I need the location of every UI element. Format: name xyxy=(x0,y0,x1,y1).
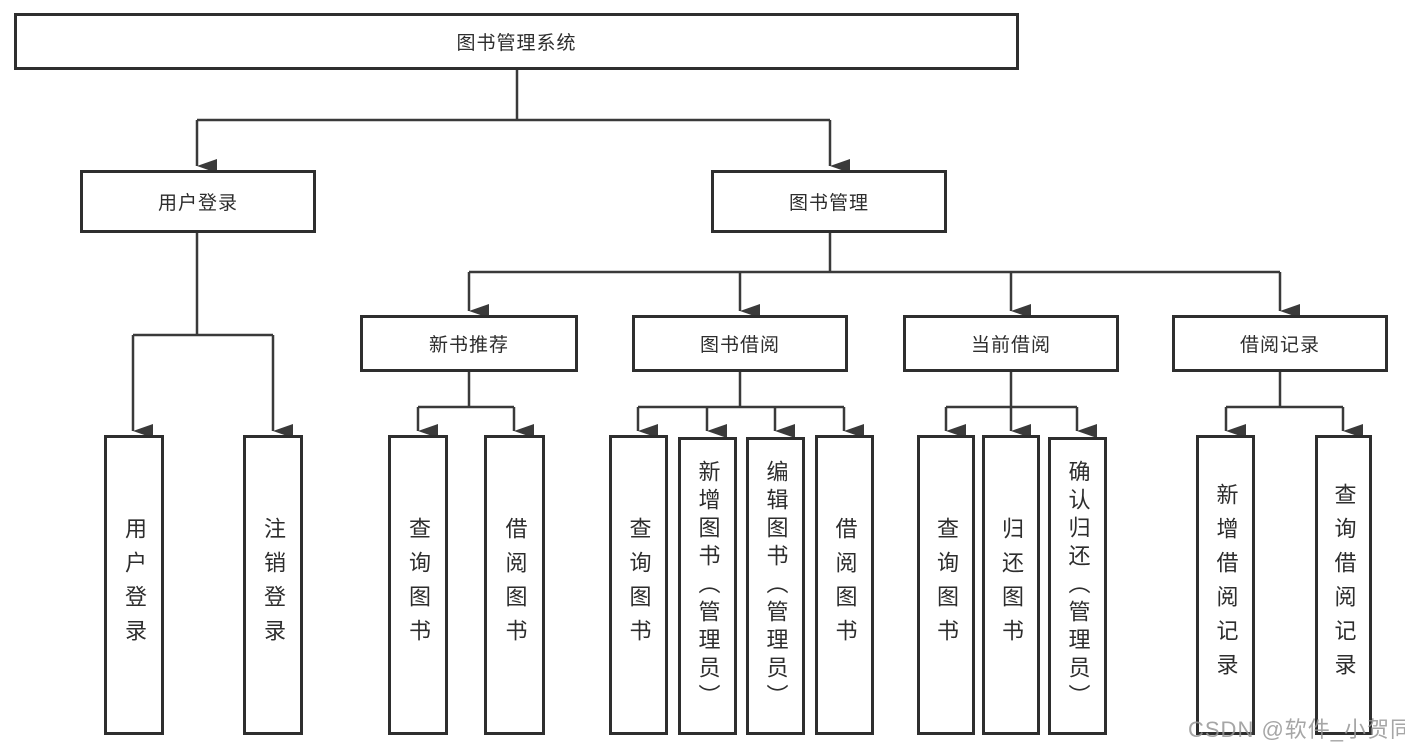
node-label: 确认归还（管理员） xyxy=(1065,460,1091,712)
node-label: 用户登录 xyxy=(122,517,147,653)
node-label: 用户登录 xyxy=(157,193,238,214)
leaf-query-books: 查询图书 xyxy=(609,435,668,735)
node-label: 借阅图书 xyxy=(502,517,528,653)
node-label: 图书借阅 xyxy=(699,335,780,356)
node-label: 新增借阅记录 xyxy=(1213,483,1239,687)
node-label: 新增图书（管理员） xyxy=(695,460,721,712)
leaf-query-books: 查询图书 xyxy=(917,435,975,735)
node-label: 注销登录 xyxy=(261,517,286,653)
node-label: 查询图书 xyxy=(406,517,431,653)
leaf-user-login: 用户登录 xyxy=(104,435,164,735)
node-borrowing-records: 借阅记录 xyxy=(1172,315,1388,372)
node-label: 查询借阅记录 xyxy=(1331,483,1357,687)
leaf-add-borrow-record: 新增借阅记录 xyxy=(1196,435,1255,735)
node-user-login: 用户登录 xyxy=(80,170,316,233)
leaf-query-borrow-record: 查询借阅记录 xyxy=(1315,435,1372,735)
csdn-watermark: CSDN @软件_小贺同学 xyxy=(1188,717,1405,742)
leaf-add-book-admin: 新增图书（管理员） xyxy=(678,437,737,735)
node-book-borrowing: 图书借阅 xyxy=(632,315,848,372)
node-label: 图书管理系统 xyxy=(456,33,577,54)
node-label: 查询图书 xyxy=(934,517,959,653)
leaf-edit-book-admin: 编辑图书（管理员） xyxy=(746,437,805,735)
leaf-query-books: 查询图书 xyxy=(388,435,448,735)
leaf-borrow-books: 借阅图书 xyxy=(484,435,545,735)
leaf-confirm-return-admin: 确认归还（管理员） xyxy=(1048,437,1107,735)
leaf-logout: 注销登录 xyxy=(243,435,303,735)
node-new-book-recommend: 新书推荐 xyxy=(360,315,578,372)
leaf-return-books: 归还图书 xyxy=(982,435,1040,735)
node-label: 当前借阅 xyxy=(970,335,1051,356)
node-library-management-system: 图书管理系统 xyxy=(14,13,1019,70)
node-label: 新书推荐 xyxy=(428,335,509,356)
node-label: 编辑图书（管理员） xyxy=(763,460,789,712)
leaf-borrow-books: 借阅图书 xyxy=(815,435,874,735)
node-label: 查询图书 xyxy=(626,517,652,653)
node-label: 借阅记录 xyxy=(1239,335,1320,356)
node-label: 借阅图书 xyxy=(832,517,858,653)
node-label: 归还图书 xyxy=(999,517,1024,653)
node-book-management: 图书管理 xyxy=(711,170,947,233)
node-label: 图书管理 xyxy=(788,193,869,214)
node-current-borrowing: 当前借阅 xyxy=(903,315,1119,372)
